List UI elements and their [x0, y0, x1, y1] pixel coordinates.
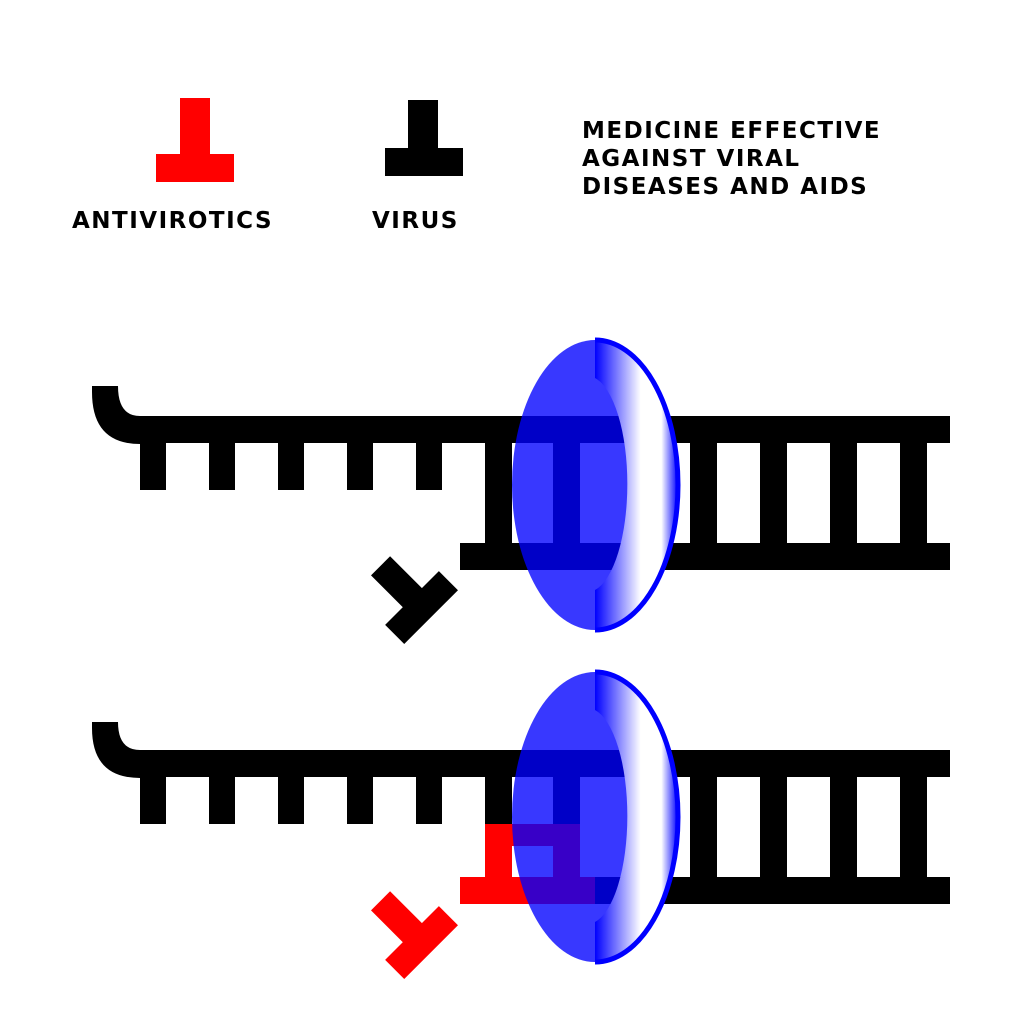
template-base — [140, 440, 166, 490]
base-pair-rung — [760, 440, 787, 546]
ring-front-half — [595, 672, 678, 962]
polymerase-ring — [512, 669, 681, 965]
panel-virus-replication — [92, 337, 950, 644]
antivirotics-legend-icon — [156, 98, 234, 182]
description-line-3: DISEASES AND AIDS — [582, 174, 868, 200]
ring-outer-edge — [594, 337, 681, 633]
template-base — [209, 440, 235, 490]
base-pair-rung — [690, 774, 717, 880]
base-pair-rung — [485, 774, 512, 826]
base-pair-rung — [830, 440, 857, 546]
legend: ANTIVIROTICS VIRUS — [72, 98, 463, 234]
base-pair-rung — [760, 774, 787, 880]
ring-outer-edge — [594, 669, 681, 965]
base-pair-rung — [690, 440, 717, 546]
template-base — [347, 774, 373, 824]
template-base — [209, 774, 235, 824]
virus-label: VIRUS — [372, 208, 459, 234]
template-base — [140, 774, 166, 824]
virus-nucleotide — [370, 556, 458, 644]
double-strand — [460, 774, 950, 904]
base-pair-rung — [830, 774, 857, 880]
panel-antiviral-blocking — [92, 669, 950, 979]
base-pair-rung — [485, 440, 512, 546]
description-line-2: AGAINST VIRAL — [582, 146, 801, 172]
base-pair-rung — [900, 774, 927, 880]
polymerase-ring — [512, 337, 681, 633]
strand-5prime-hook — [92, 722, 140, 778]
ring-front-half — [595, 340, 678, 630]
template-base — [278, 440, 304, 490]
template-base — [278, 774, 304, 824]
virus-legend-icon — [385, 100, 463, 176]
description-line-1: MEDICINE EFFECTIVE — [582, 118, 881, 144]
template-base — [416, 774, 442, 824]
antivirotics-label: ANTIVIROTICS — [72, 208, 273, 234]
template-base — [416, 440, 442, 490]
description: MEDICINE EFFECTIVE AGAINST VIRAL DISEASE… — [582, 118, 881, 200]
base-pair-rung — [900, 440, 927, 546]
strand-5prime-hook — [92, 386, 140, 444]
antivirotic-nucleotide — [370, 891, 458, 979]
template-base — [347, 440, 373, 490]
